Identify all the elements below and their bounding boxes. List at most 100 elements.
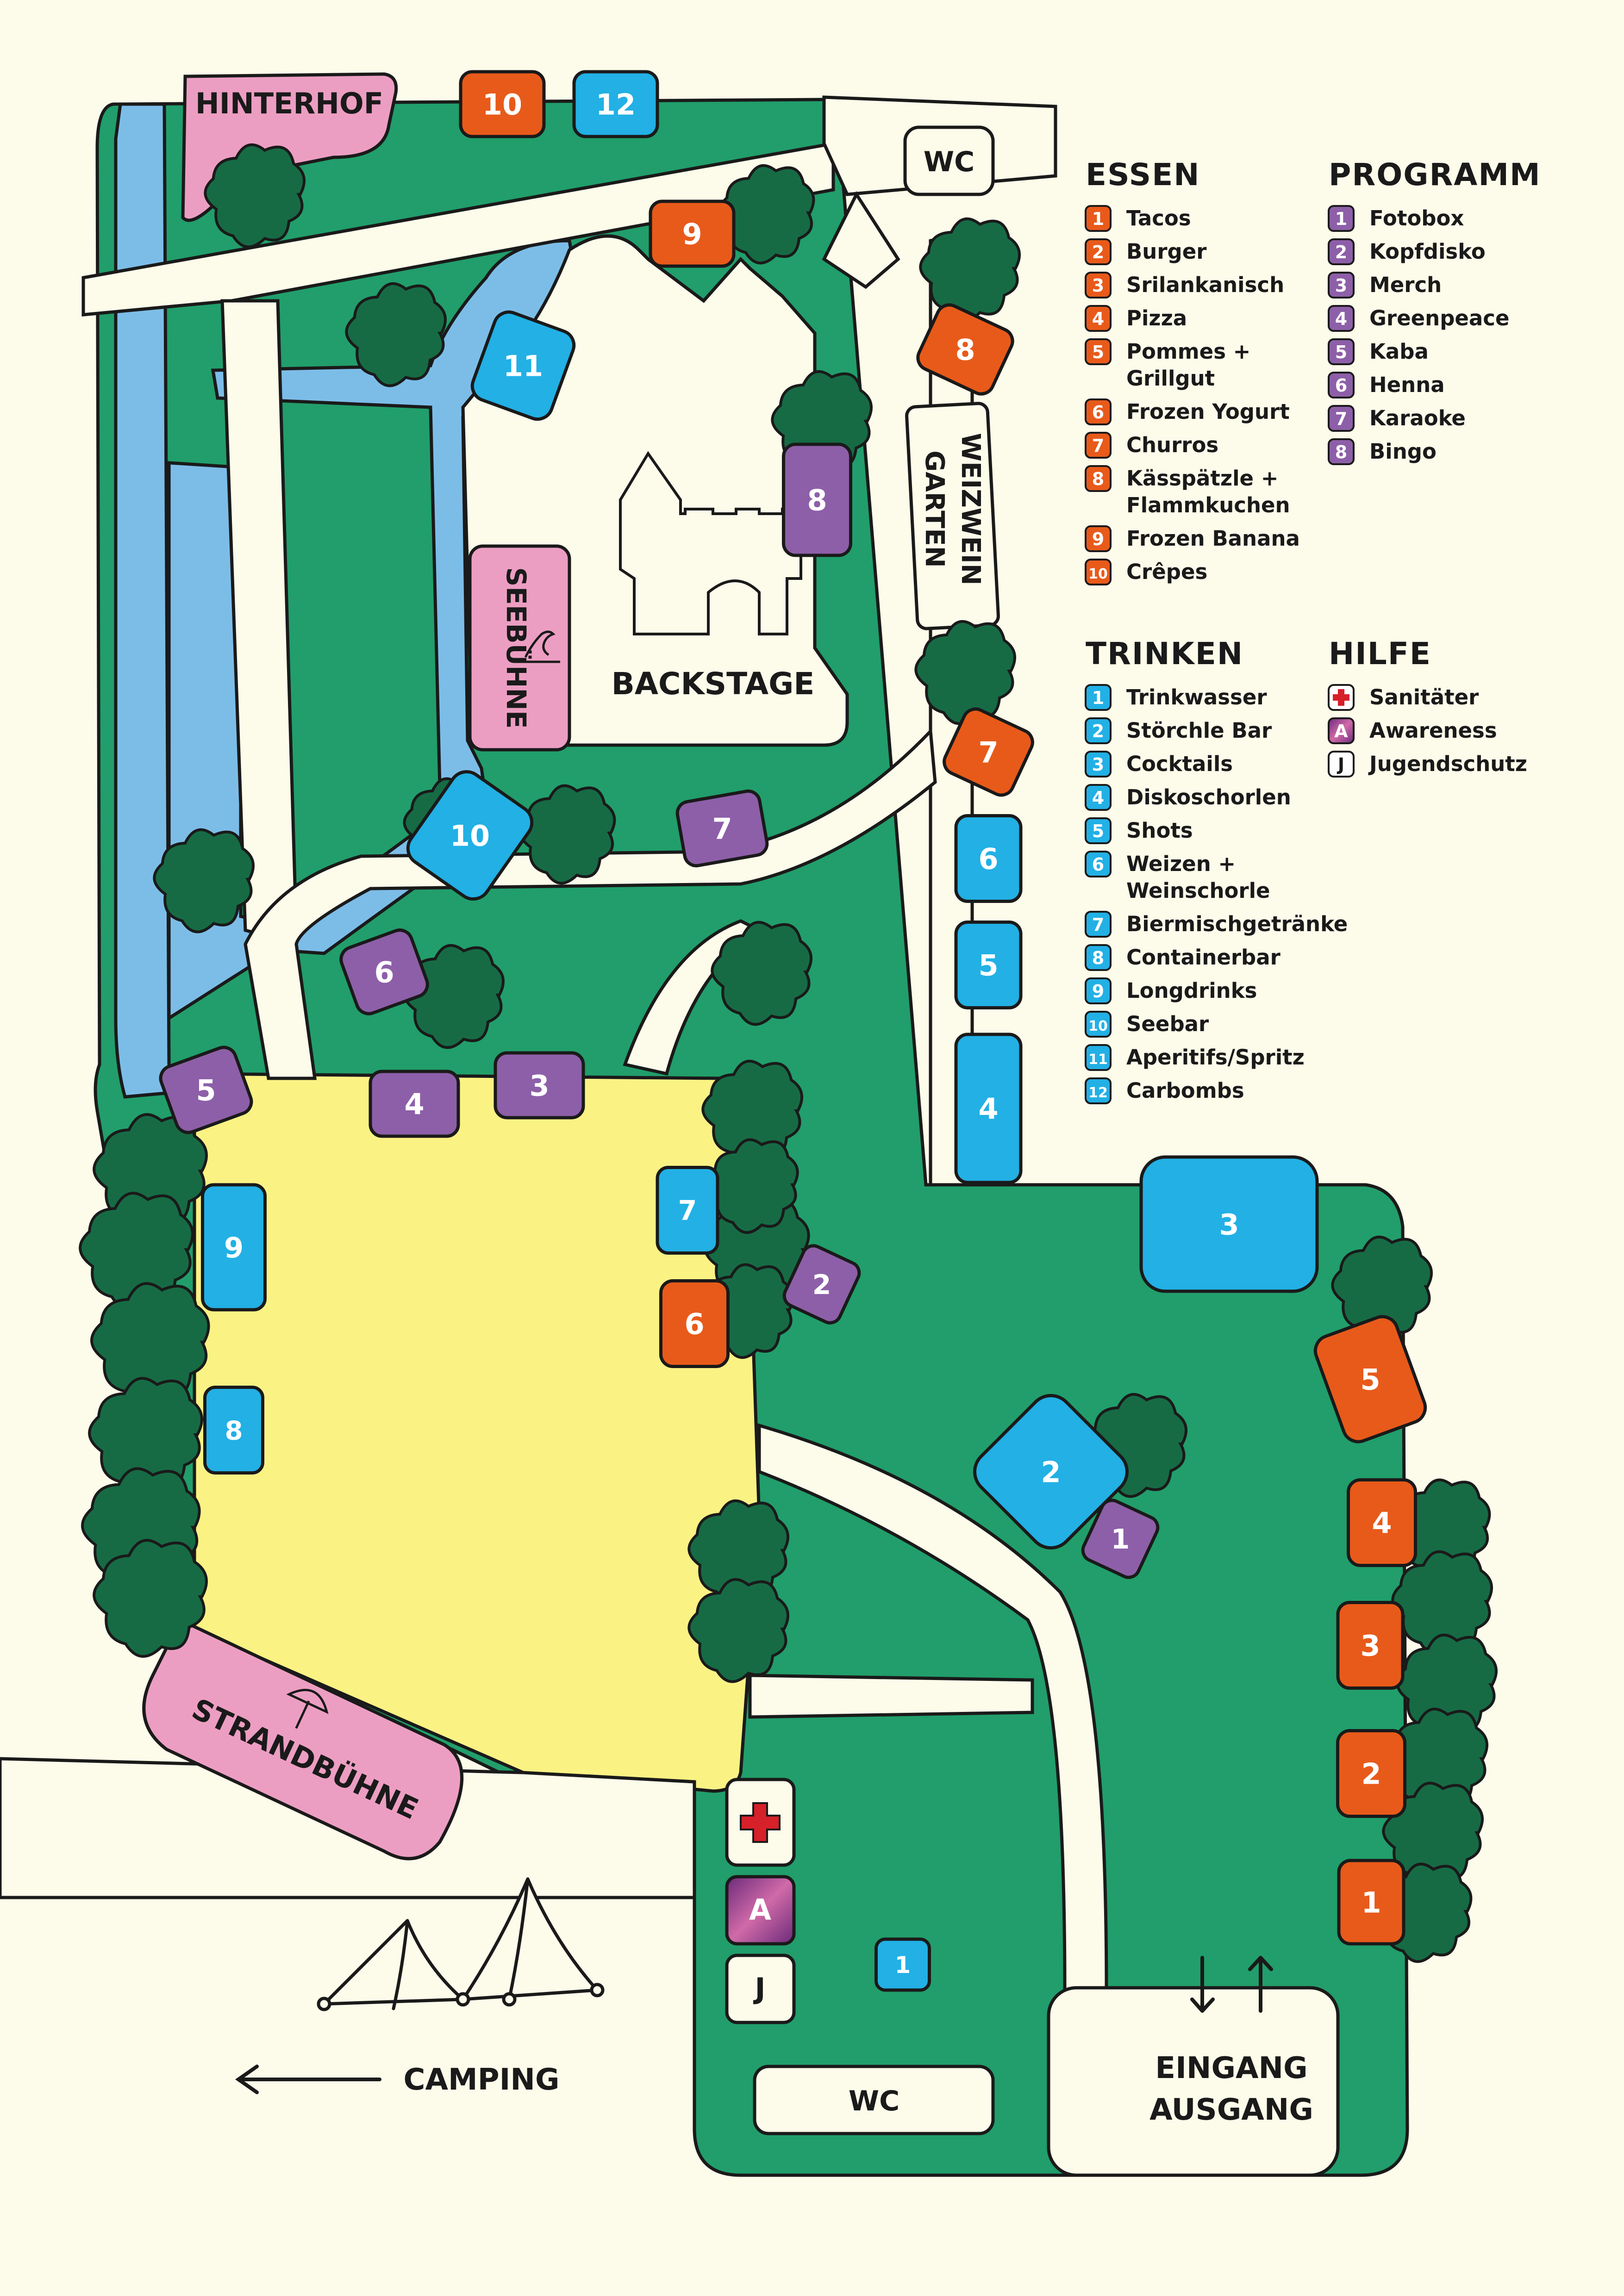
- legend-essen-item: Flammkuchen: [1126, 493, 1290, 517]
- marker-trinken-9[interactable]: 9: [201, 1183, 267, 1312]
- legend-essen-item: Pommes +: [1126, 339, 1250, 364]
- marker-number: 10: [482, 87, 522, 121]
- legend-programm-item: Fotobox: [1369, 206, 1464, 230]
- marker-essen-6[interactable]: 6: [659, 1279, 730, 1368]
- umbrella-icon: [286, 1689, 329, 1729]
- legend-badge: [1085, 1077, 1112, 1104]
- marker-programm-7[interactable]: 7: [675, 789, 769, 868]
- legend-hilfe-title: HILFE: [1329, 636, 1431, 672]
- tree-icon: [1331, 1235, 1433, 1341]
- marker-box: [782, 442, 852, 557]
- marker-number: 6: [374, 955, 394, 989]
- marker-programm-3[interactable]: 3: [493, 1051, 585, 1120]
- legend-essen-item: Pizza: [1126, 306, 1187, 330]
- marker-number: 3: [1360, 1629, 1380, 1662]
- marker-programm-8[interactable]: 8: [782, 442, 852, 557]
- marker-trinken-2[interactable]: 2: [966, 1387, 1136, 1557]
- marker-essen-5[interactable]: 5: [1311, 1313, 1430, 1446]
- marker-programm-2[interactable]: 2: [781, 1242, 863, 1326]
- legend-badge-number: 8: [1092, 948, 1104, 968]
- marker-essen-1[interactable]: 1: [1337, 1859, 1405, 1946]
- marker-box: [954, 1033, 1023, 1184]
- marker-essen-3[interactable]: 3: [1336, 1601, 1405, 1690]
- marker-box: [1139, 1155, 1319, 1293]
- legend-badge: [1328, 305, 1355, 332]
- marker-essen-4[interactable]: 4: [1347, 1478, 1417, 1567]
- marker-number: 10: [450, 819, 490, 852]
- legend-trinken-item: Longdrinks: [1126, 978, 1257, 1003]
- legend-hilfe-item: Sanitäter: [1369, 685, 1479, 709]
- legend-programm-item: Bingo: [1369, 439, 1437, 464]
- legend-essen-item: Srilankanisch: [1126, 273, 1284, 297]
- legend-badge: [1328, 717, 1355, 744]
- castle-icon: [619, 451, 802, 635]
- marker-number: 4: [978, 1092, 998, 1126]
- marker-number: 3: [529, 1069, 549, 1102]
- marker-essen-9[interactable]: 9: [649, 199, 736, 268]
- marker-trinken-4[interactable]: 4: [954, 1033, 1023, 1184]
- marker-number: 1: [895, 1952, 911, 1979]
- marker-programm-1[interactable]: 1: [1080, 1497, 1162, 1581]
- legend-programm-item: Merch: [1369, 273, 1442, 297]
- hinterhof-label: HINTERHOF: [195, 87, 383, 120]
- marker-box: [470, 310, 576, 421]
- legend-badge-number: 1: [1092, 209, 1104, 229]
- marker-box: [973, 1394, 1129, 1549]
- marker-trinken-8[interactable]: 8: [203, 1386, 264, 1475]
- marker-essen-8[interactable]: 8: [914, 301, 1017, 398]
- marker-trinken-10[interactable]: 10: [401, 765, 538, 905]
- legend-badge: [1085, 432, 1112, 459]
- marker-box: [1081, 1499, 1160, 1579]
- marker-trinken-7[interactable]: 7: [656, 1166, 719, 1255]
- marker-box: [1336, 1729, 1406, 1818]
- legend-badge: [1328, 338, 1355, 365]
- tents-icon: [317, 1877, 605, 2011]
- marker-trinken-6[interactable]: 6: [954, 814, 1023, 903]
- wc-bottom-box: [753, 2065, 995, 2135]
- legend-trinken-title: TRINKEN: [1086, 636, 1243, 672]
- tree-icon: [919, 217, 1021, 323]
- legend-badge: [1085, 465, 1112, 492]
- tree-icon: [711, 921, 813, 1026]
- marker-trinken-3[interactable]: 3: [1139, 1155, 1319, 1293]
- marker-box: [339, 928, 429, 1015]
- legend-badge-number: 6: [1335, 375, 1347, 396]
- marker-essen-7[interactable]: 7: [940, 705, 1037, 799]
- marker-number: 6: [684, 1307, 704, 1341]
- tree-icon: [687, 1578, 790, 1683]
- marker-trinken-12[interactable]: 12: [572, 70, 659, 138]
- legend-badge-number: 10: [1088, 1018, 1108, 1034]
- marker-box: [649, 199, 736, 268]
- marker-box: [201, 1183, 267, 1312]
- legend-badge-number: 2: [1335, 242, 1347, 262]
- marker-programm-5[interactable]: 5: [157, 1044, 255, 1136]
- awareness-box: [725, 1875, 796, 1946]
- legend-badge-number: 7: [1092, 436, 1104, 456]
- legend-badge: [1085, 784, 1112, 811]
- legend-badge: [1328, 751, 1355, 778]
- marker-essen-2[interactable]: 2: [1336, 1729, 1406, 1818]
- legend-badge-number: 4: [1092, 788, 1104, 808]
- marker-essen-10[interactable]: 10: [459, 70, 546, 138]
- marker-trinken-5[interactable]: 5: [954, 921, 1023, 1009]
- marker-trinken-11[interactable]: 11: [468, 308, 578, 423]
- camping-arrow-icon: [235, 2065, 381, 2094]
- marker-number: 11: [503, 349, 543, 383]
- legend-badge: [1328, 405, 1355, 432]
- legend-badge-number: 4: [1335, 309, 1347, 329]
- legend-trinken-item: Störchle Bar: [1126, 718, 1272, 743]
- legend-programm-item: Kopfdisko: [1369, 239, 1486, 264]
- marker-box: [1337, 1859, 1405, 1946]
- marker-programm-6[interactable]: 6: [337, 927, 431, 1017]
- marker-programm-4[interactable]: 4: [369, 1070, 460, 1138]
- legend-badge-number: 2: [1092, 721, 1104, 741]
- legend-trinken-item: Seebar: [1126, 1012, 1209, 1036]
- marker-number: 7: [678, 1195, 697, 1226]
- marker-trinken-1[interactable]: 1: [874, 1937, 931, 1992]
- legend-badge: [1085, 525, 1112, 552]
- marker-number: 9: [224, 1232, 244, 1264]
- marker-number: 1: [1111, 1524, 1130, 1555]
- marker-box: [656, 1166, 719, 1255]
